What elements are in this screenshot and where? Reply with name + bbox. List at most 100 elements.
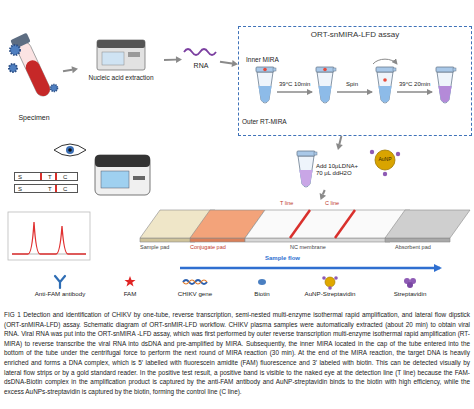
flow-line	[339, 136, 341, 144]
gold-reader	[95, 155, 150, 195]
flow-line	[164, 59, 176, 61]
legend-text: CHIKV gene	[155, 290, 235, 297]
node-text: S	[18, 174, 22, 181]
machine-top	[97, 40, 145, 48]
flow-arrow	[220, 60, 238, 67]
step-label: 39°C 20min	[399, 81, 430, 88]
shape-outline	[140, 200, 470, 275]
rna-strand	[184, 49, 216, 55]
reaction-tube	[376, 67, 396, 103]
strip-pad	[190, 238, 245, 242]
gene-icon	[183, 280, 207, 284]
node-text: T	[48, 174, 52, 181]
flow-line	[63, 70, 72, 72]
streptavidin-dot	[383, 172, 387, 176]
inner-mira-drop	[323, 68, 327, 72]
tube-body	[15, 40, 52, 98]
virus-particle	[9, 64, 17, 72]
virus-particle	[10, 45, 20, 55]
node-text: T	[48, 186, 52, 193]
eye-iris	[66, 146, 74, 154]
gene-icon	[183, 280, 207, 284]
reaction-tube	[256, 67, 276, 103]
dipstick: STC	[14, 172, 78, 181]
node-text: Absorbent pad	[395, 244, 431, 250]
reaction-tube	[316, 67, 336, 103]
node-text: RNA	[182, 62, 220, 70]
node-text: Sample pad	[140, 244, 169, 250]
node-text: T line	[280, 200, 293, 206]
dilution-tube: Add 10μLDNA+ 70 μL ddH2O	[295, 150, 371, 190]
aunp-icon	[325, 277, 335, 287]
strip-pad	[140, 238, 195, 242]
dipstick-body	[14, 184, 78, 193]
arrow-head	[176, 56, 182, 63]
eye-pupil	[68, 148, 72, 152]
extraction-machine	[97, 40, 145, 70]
reader-screen	[101, 171, 129, 188]
reader-top	[95, 155, 150, 167]
biotin-icon	[258, 279, 266, 285]
reader-slot	[133, 176, 145, 180]
step-arrow	[397, 91, 432, 93]
aunp-streptavidin-dot	[328, 286, 332, 290]
machine-panel	[128, 52, 140, 57]
node-text: C line	[325, 200, 339, 206]
arrow-head	[232, 60, 238, 67]
signal-peaks	[12, 222, 86, 254]
reader-plot	[8, 212, 90, 260]
aunp-streptavidin-dot	[334, 276, 338, 280]
strip-pad	[385, 210, 470, 238]
reaction-tube	[436, 67, 456, 103]
control-line	[335, 210, 355, 238]
node-text: Conjugate pad	[190, 244, 226, 250]
dipstick-body	[14, 172, 78, 181]
aunp-circle: AuNP	[374, 149, 396, 171]
extraction-node: Nucleic acid extraction	[78, 36, 164, 86]
falling-drop	[383, 78, 387, 82]
control-band	[55, 185, 57, 193]
flow-arrow	[164, 56, 182, 63]
flow-arrow	[63, 66, 78, 73]
inner-mira-drop	[263, 68, 267, 72]
strip-pad	[245, 210, 410, 238]
streptavidin-dot	[396, 152, 400, 156]
aunp-streptavidin-dot	[322, 276, 326, 280]
legend-text: Biotin	[222, 290, 302, 297]
streptavidin-dot	[370, 150, 374, 154]
arrow-head	[320, 193, 326, 200]
node-text: Nucleic acid extraction	[78, 74, 164, 81]
flow-arrow	[320, 190, 326, 200]
antibody-icon	[55, 276, 65, 288]
lateral-flow-strip: Sample pad Conjugate pad T line C line NC me…	[140, 200, 470, 275]
streptavidin-icon	[407, 282, 413, 288]
node-text: Add 10μLDNA+ 70 μL ddH2O	[316, 163, 366, 177]
step-label: Outer RT-MIRA	[242, 118, 287, 125]
arrow-head	[336, 143, 343, 150]
figure-caption: FIG 1 Detection and identification of CH…	[4, 310, 470, 396]
control-band	[55, 173, 57, 181]
node-text: C	[63, 186, 67, 193]
flow-line	[220, 62, 232, 64]
legend-text: FAM	[90, 290, 170, 297]
amplified-mix	[438, 86, 451, 103]
machine-window	[102, 52, 124, 65]
dilution-mix	[299, 170, 312, 187]
node-text: S	[18, 186, 22, 193]
strip-pad	[245, 238, 390, 242]
node-text: C	[63, 174, 67, 181]
specimen-node: Specimen	[5, 28, 63, 125]
strip-pad	[385, 238, 450, 242]
node-text: AuNP	[374, 157, 396, 163]
step-label: Inner MIRA	[246, 56, 279, 63]
node-text: ORT-snMIRA-LFD assay	[239, 30, 471, 39]
eye	[54, 144, 86, 156]
flow-arrow	[180, 267, 440, 270]
rna-node: RNA	[182, 44, 220, 74]
blood	[23, 58, 52, 98]
arrow-head	[71, 66, 78, 73]
aunp-outline	[375, 150, 395, 170]
node-text: NC membrane	[290, 244, 326, 250]
dipstick: STC	[14, 184, 78, 193]
step-arrow	[277, 91, 312, 93]
